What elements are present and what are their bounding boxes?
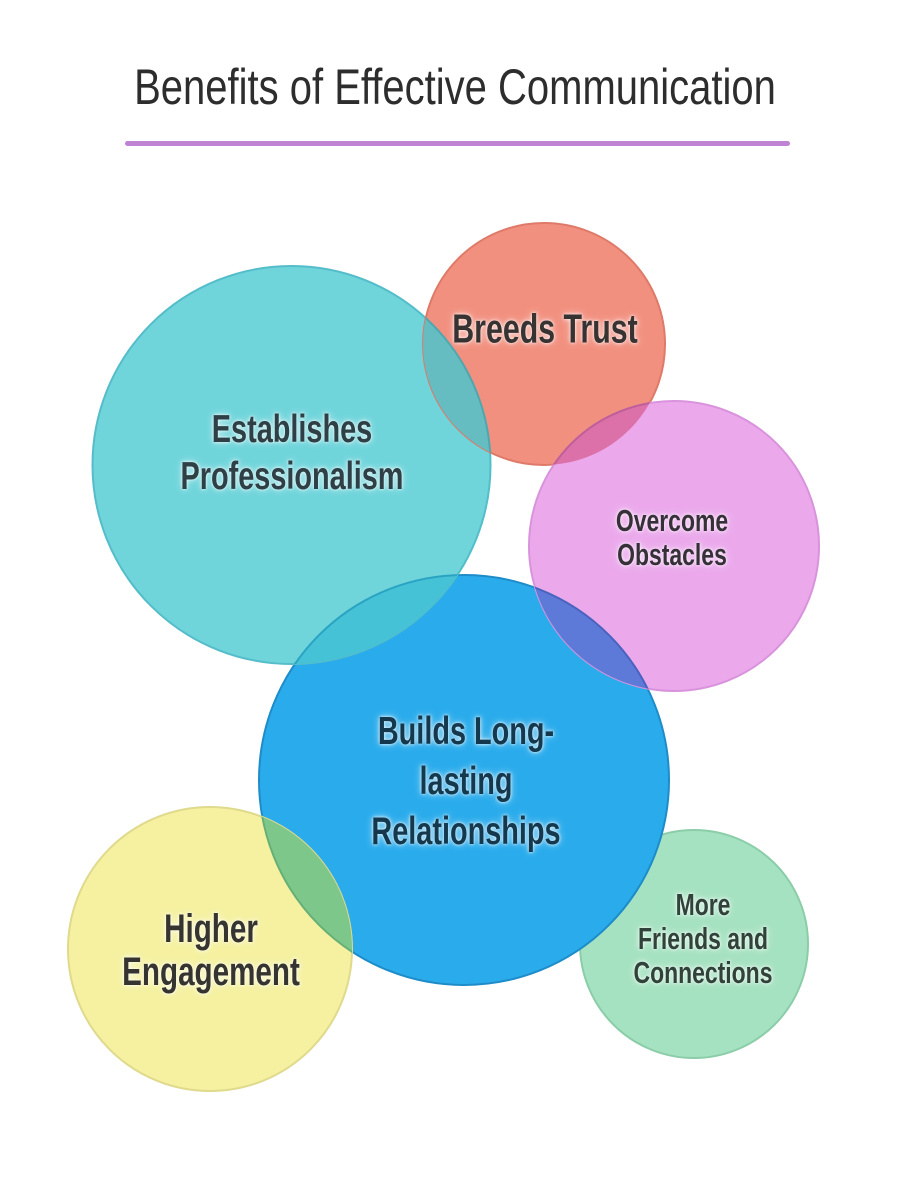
label-line: Friends and [637, 921, 769, 956]
label-line: Professionalism [180, 455, 404, 498]
bubble-overcome-obstacles-circle [528, 400, 820, 692]
bubble-label-breeds-trust: Breeds Trust [452, 305, 638, 352]
label-line: Connections [633, 955, 773, 990]
label-line: Establishes [211, 408, 373, 451]
label-line: lasting [419, 760, 513, 803]
label-line: Builds Long- [377, 710, 555, 753]
label-line: Engagement [122, 950, 300, 994]
label-line: Relationships [371, 810, 561, 853]
bubble-label-establishes-professionalism: Establishes Professionalism [181, 406, 404, 500]
bubble-label-builds-long-lasting-relationships: Builds Long- lasting Relationships [371, 707, 560, 857]
label-line: Breeds Trust [452, 305, 638, 352]
bubble-label-overcome-obstacles: Overcome Obstacles [616, 504, 728, 572]
page-title: Benefits of Effective Communication [134, 59, 776, 115]
label-line: More [675, 887, 731, 922]
label-line: Higher [164, 907, 258, 951]
bubble-establishes-professionalism-circle [91, 265, 492, 665]
bubble-label-higher-engagement: Higher Engagement [122, 908, 300, 994]
title-divider [125, 141, 790, 146]
label-line: Overcome [615, 503, 729, 538]
label-line: Obstacles [617, 537, 727, 572]
bubble-label-more-friends-and-connections: More Friends and Connections [634, 888, 773, 990]
bubble-builds-long-lasting-relationships-circle [258, 574, 670, 986]
